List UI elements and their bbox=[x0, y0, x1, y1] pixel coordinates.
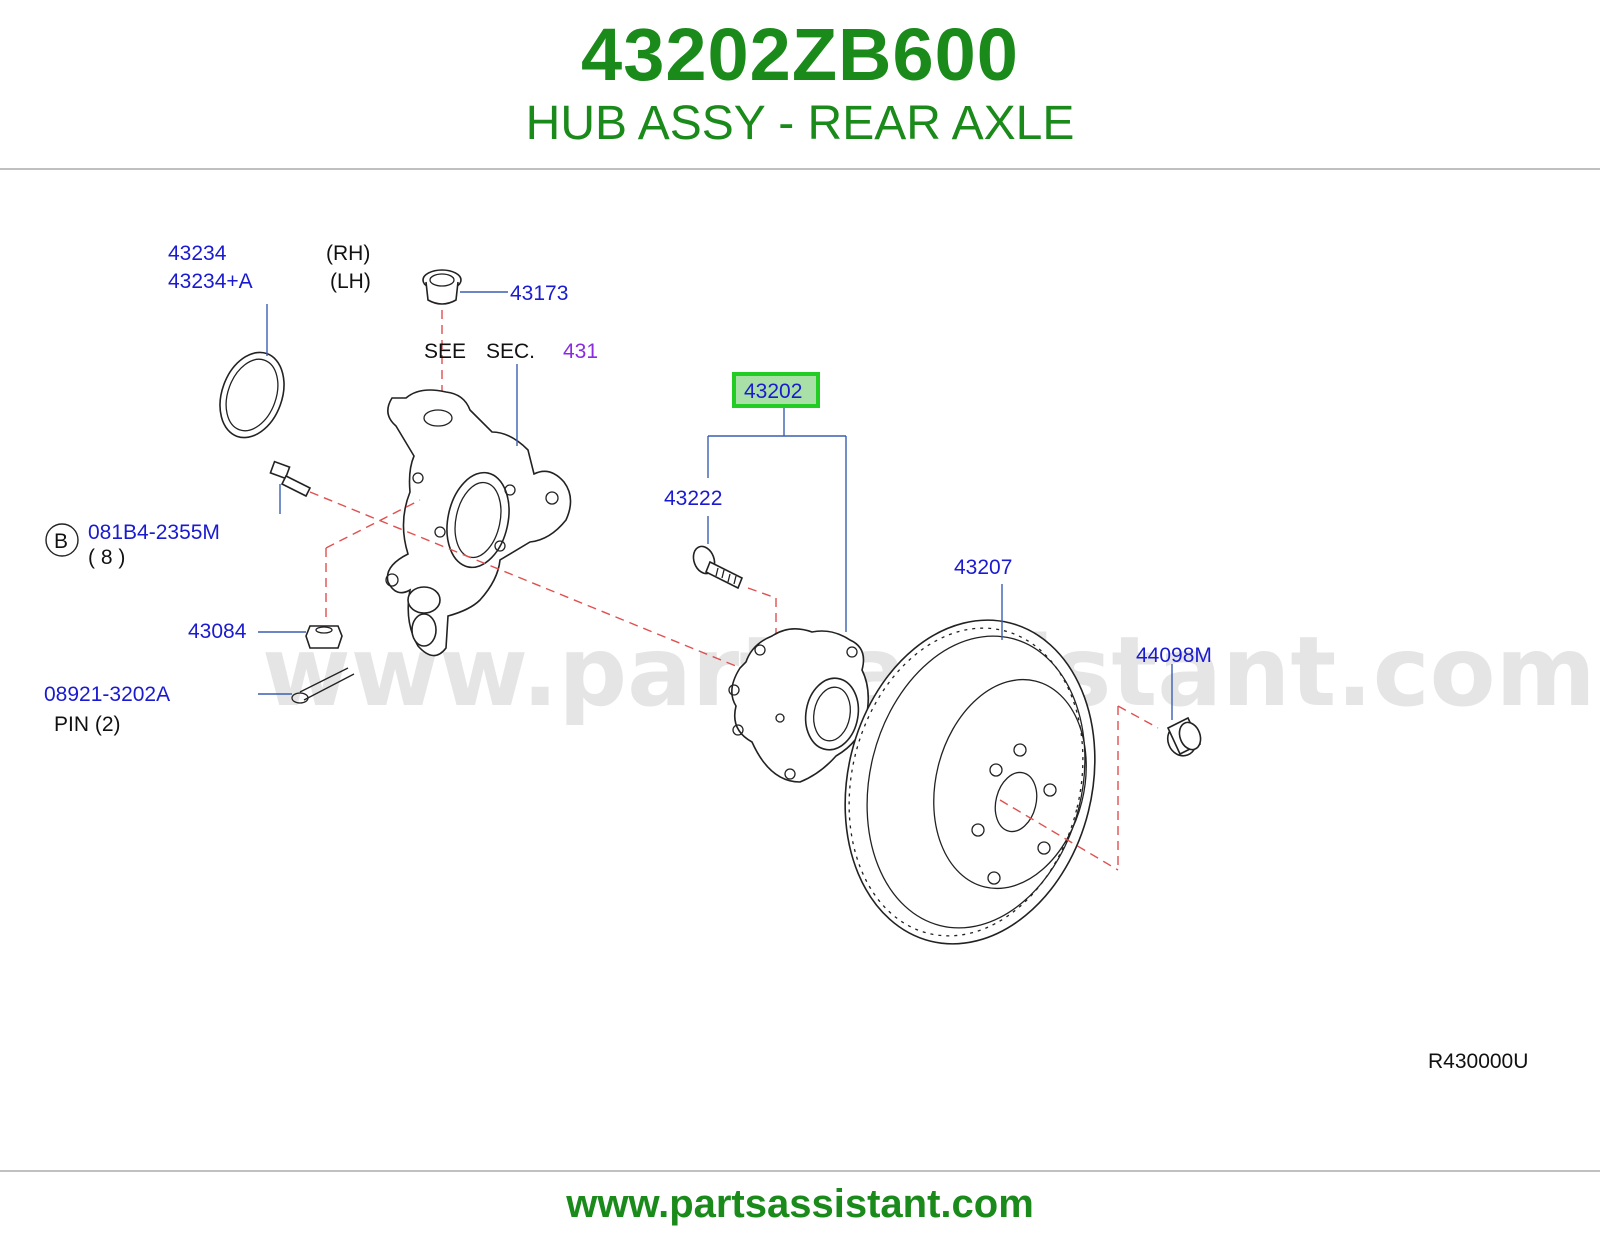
callout-08921[interactable]: 08921-3202A bbox=[44, 683, 170, 706]
part-description: HUB ASSY - REAR AXLE bbox=[525, 97, 1075, 150]
b-circle-text: B bbox=[54, 530, 68, 553]
callout-43084[interactable]: 43084 bbox=[188, 620, 247, 643]
dash-disc bbox=[999, 799, 1119, 871]
see-text: SEE bbox=[424, 340, 466, 363]
header-divider bbox=[0, 168, 1600, 170]
hex-nut-part[interactable] bbox=[305, 625, 343, 649]
page-header: 43202ZB600 HUB ASSY - REAR AXLE bbox=[0, 0, 1600, 168]
dash-bolt-a bbox=[747, 587, 777, 599]
callout-43234[interactable]: 43234 bbox=[168, 242, 227, 265]
qty-8: ( 8 ) bbox=[88, 546, 125, 569]
highlight-box-43202[interactable] bbox=[732, 372, 820, 408]
exploded-parts-diagram: www.partsassistant.com bbox=[44, 242, 1596, 1073]
section-link-431[interactable]: 431 bbox=[563, 340, 598, 363]
hub-bolt-part[interactable] bbox=[690, 543, 744, 590]
dash-bolt-to-hub bbox=[309, 491, 771, 681]
callout-43202[interactable]: 43202 bbox=[744, 380, 802, 403]
footer-website[interactable]: www.partsassistant.com bbox=[566, 1182, 1034, 1226]
footer-divider bbox=[0, 1170, 1600, 1172]
callout-081b4[interactable]: 081B4-2355M bbox=[88, 521, 220, 544]
flange-bolt-part[interactable] bbox=[269, 460, 312, 498]
dash-plug-h bbox=[1117, 705, 1159, 729]
dash-nut-up bbox=[325, 499, 421, 549]
b-circle-marker bbox=[45, 523, 79, 557]
callout-43173[interactable]: 43173 bbox=[510, 282, 568, 305]
knuckle-part[interactable] bbox=[385, 389, 572, 657]
callout-44098m[interactable]: 44098M bbox=[1136, 644, 1212, 667]
callout-43222[interactable]: 43222 bbox=[664, 487, 722, 510]
reference-code: R430000U bbox=[1428, 1050, 1528, 1073]
brake-disc-part[interactable] bbox=[812, 593, 1128, 970]
cotter-pin-part[interactable] bbox=[291, 667, 355, 704]
pin-qty: PIN (2) bbox=[54, 713, 121, 736]
callout-43207[interactable]: 43207 bbox=[954, 556, 1012, 579]
sec-text: SEC. bbox=[486, 340, 535, 363]
bushing-part[interactable] bbox=[422, 269, 462, 305]
callout-43234a[interactable]: 43234+A bbox=[168, 270, 253, 293]
callout-rh: (RH) bbox=[326, 242, 370, 265]
plug-part[interactable] bbox=[1163, 716, 1204, 760]
part-number-title: 43202ZB600 bbox=[581, 13, 1019, 96]
hub-assembly-part[interactable] bbox=[728, 628, 870, 783]
seal-ring-part[interactable] bbox=[209, 343, 295, 446]
callout-lh: (LH) bbox=[330, 270, 371, 293]
